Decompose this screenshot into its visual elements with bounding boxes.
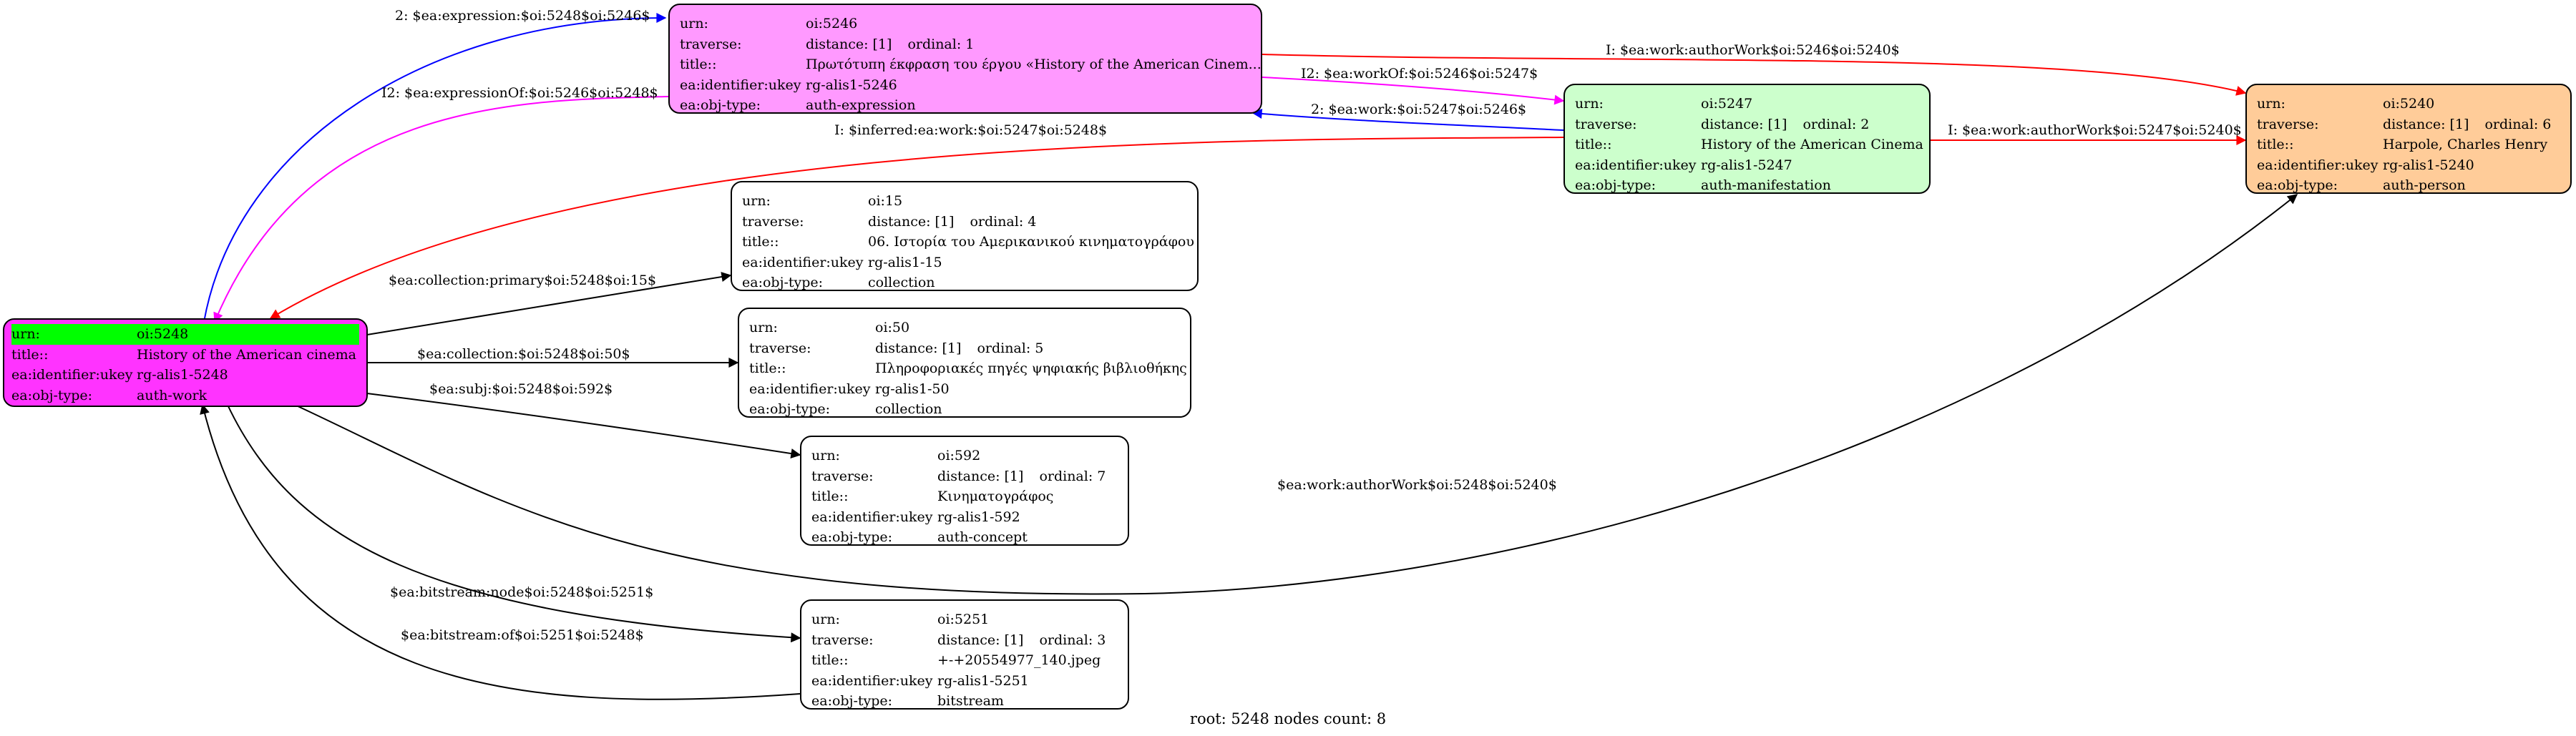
edge-label-bitstream-node: $ea:bitstream:node$oi:5248$oi:5251$ [390,584,653,600]
node-concept-592[interactable]: urn: oi:592 traverse: distance: [1] ordi… [800,436,1129,546]
graph-footer: root: 5248 nodes count: 8 [1189,710,1387,727]
node-expression-5246[interactable]: urn: oi:5246 traverse: distance: [1] ord… [668,4,1262,114]
edge-label-bitstream-of: $ea:bitstream:of$oi:5251$oi:5248$ [401,627,644,643]
node-title-value: History of the American cinema [137,346,356,363]
edge-inferred-work [269,137,1564,319]
node-ukey-row: ea:identifier:ukey rg-alis1-5248 [11,365,359,386]
edge-bitstream-node [227,404,801,643]
node-title-row: title:: History of the American cinema [11,345,359,365]
node-work-5248[interactable]: urn: oi:5248 title:: History of the Amer… [3,318,368,407]
edge-work [1252,109,1564,131]
edge-label-work: 2: $ea:work:$oi:5247$oi:5246$ [1311,102,1526,117]
node-collection-50[interactable]: urn: oi:50 traverse: distance: [1] ordin… [738,308,1191,418]
edge-collection-primary [366,272,732,335]
edge-label-author-work-5248: $ea:work:authorWork$oi:5248$oi:5240$ [1277,477,1557,493]
edge-label-author-work-5246: I: $ea:work:authorWork$oi:5246$oi:5240$ [1606,42,1900,58]
edge-label-collection: $ea:collection:$oi:5248$oi:50$ [417,346,630,362]
edge-label-inferred-work: I: $inferred:ea:work:$oi:5247$oi:5248$ [834,122,1107,138]
node-ukey-value: rg-alis1-5248 [137,367,228,383]
node-bitstream-5251[interactable]: urn: oi:5251 traverse: distance: [1] ord… [800,599,1129,710]
edge-expression [203,13,667,323]
edge-subj [366,393,801,458]
edge-label-work-of: I2: $ea:workOf:$oi:5246$oi:5247$ [1301,66,1538,82]
node-objtype-value: auth-work [137,387,208,403]
node-urn-row: urn: oi:5248 [11,324,359,345]
edge-author-work-5246 [1262,54,2247,96]
edge-author-work-5248 [294,194,2298,595]
node-manifestation-5247[interactable]: urn: oi:5247 traverse: distance: [1] ord… [1563,84,1931,194]
edge-work-of [1262,77,1565,105]
node-person-5240[interactable]: urn: oi:5240 traverse: distance: [1] ord… [2245,84,2572,194]
edge-label-expression-of: I2: $ea:expressionOf:$oi:5246$oi:5248$ [381,85,658,101]
edge-label-collection-primary: $ea:collection:primary$oi:5248$oi:15$ [389,273,656,288]
edge-label-subj: $ea:subj:$oi:5248$oi:592$ [429,381,613,397]
node-urn-value: oi:5248 [137,326,189,342]
edge-expression-of [213,96,669,323]
edge-bitstream-of [200,403,801,700]
node-objtype-row: ea:obj-type: auth-work [11,386,359,406]
node-collection-15[interactable]: urn: oi:15 traverse: distance: [1] ordin… [731,181,1199,291]
edge-label-expression: 2: $ea:expression:$oi:5248$oi:5246$ [395,8,650,24]
edge-label-author-work-5247: I: $ea:work:authorWork$oi:5247$oi:5240$ [1948,122,2242,138]
